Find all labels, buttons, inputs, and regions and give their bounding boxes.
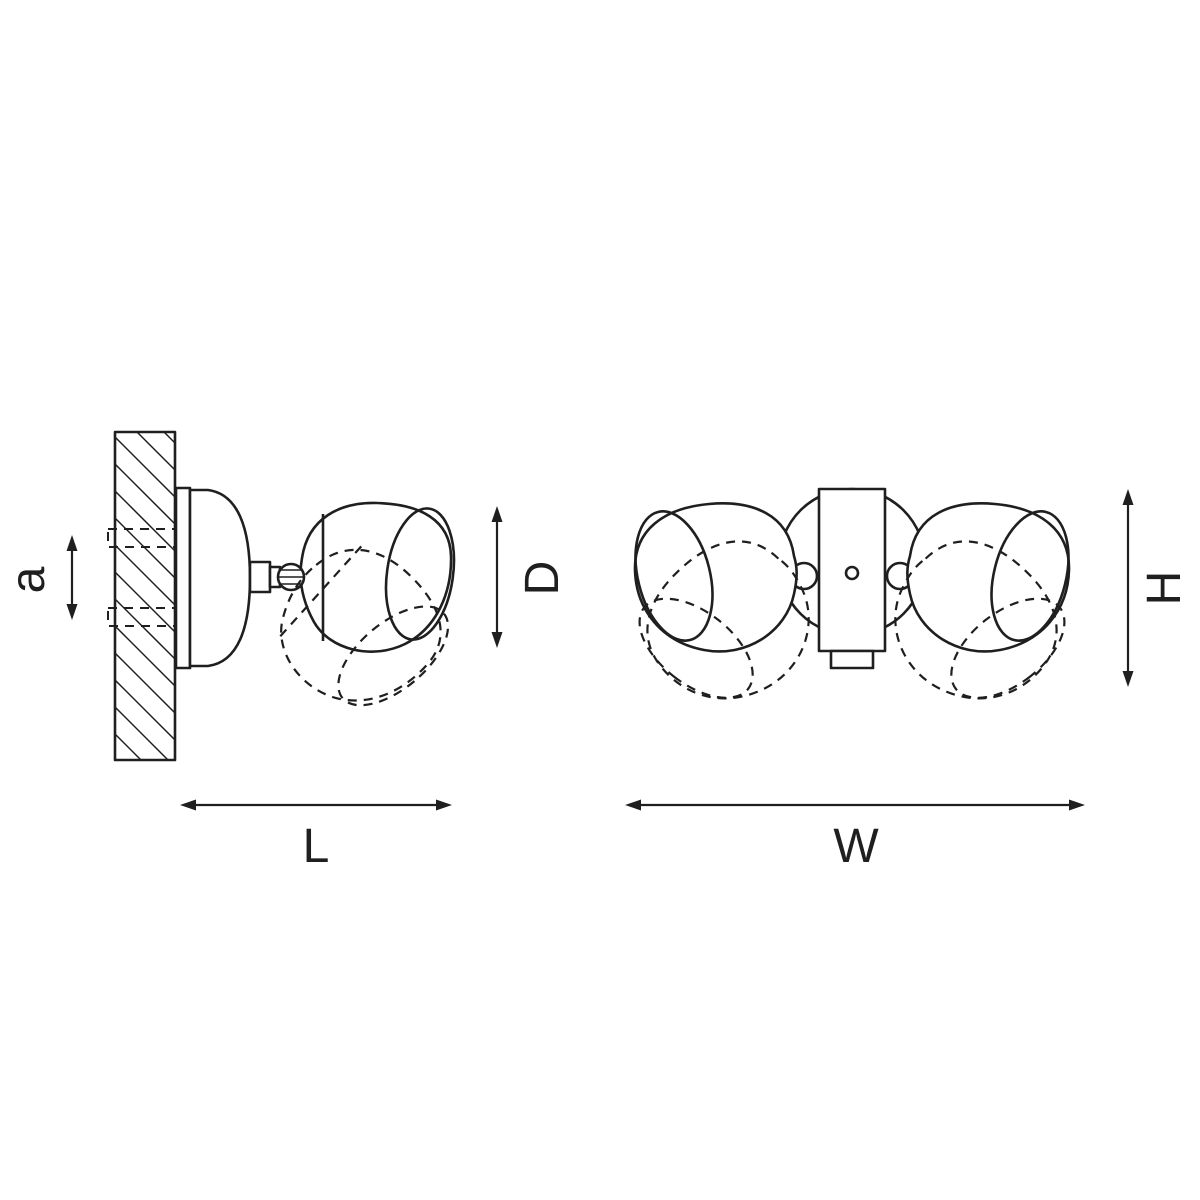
dim-label-h: H bbox=[1138, 571, 1191, 606]
arrowhead-right bbox=[436, 799, 452, 811]
dim-label-a: a bbox=[2, 566, 55, 593]
arrowhead-left bbox=[180, 799, 196, 811]
mounting-hole-bottom bbox=[107, 607, 177, 627]
arrowhead-left bbox=[625, 799, 641, 811]
arrowhead-down bbox=[66, 604, 78, 620]
arrowhead-up bbox=[66, 535, 78, 551]
arrowhead-down bbox=[491, 632, 503, 648]
front-right-shade bbox=[906, 501, 1083, 653]
dim-label-w: W bbox=[833, 820, 879, 873]
dim-label-l: L bbox=[303, 820, 330, 873]
side-shade bbox=[299, 501, 464, 653]
side-view bbox=[107, 430, 473, 762]
arm-base bbox=[248, 560, 272, 594]
dim-w: W bbox=[625, 799, 1085, 873]
dim-l: L bbox=[180, 799, 452, 873]
center-screw bbox=[844, 565, 860, 581]
dim-label-d: D bbox=[516, 561, 569, 596]
canopy-side bbox=[188, 488, 252, 668]
arrowhead-up bbox=[1122, 489, 1134, 505]
backplate-foot bbox=[829, 649, 875, 670]
arrowhead-right bbox=[1069, 799, 1085, 811]
arrowhead-down bbox=[1122, 671, 1134, 687]
front-view bbox=[610, 487, 1094, 741]
dim-a: a bbox=[2, 535, 78, 620]
mounting-hole-top bbox=[107, 528, 177, 548]
dim-d: D bbox=[491, 506, 569, 648]
backplate-side bbox=[174, 486, 192, 670]
wall-hatch bbox=[114, 431, 176, 761]
dim-h: H bbox=[1122, 489, 1191, 687]
front-left-shade bbox=[621, 501, 798, 653]
arrowhead-up bbox=[491, 506, 503, 522]
